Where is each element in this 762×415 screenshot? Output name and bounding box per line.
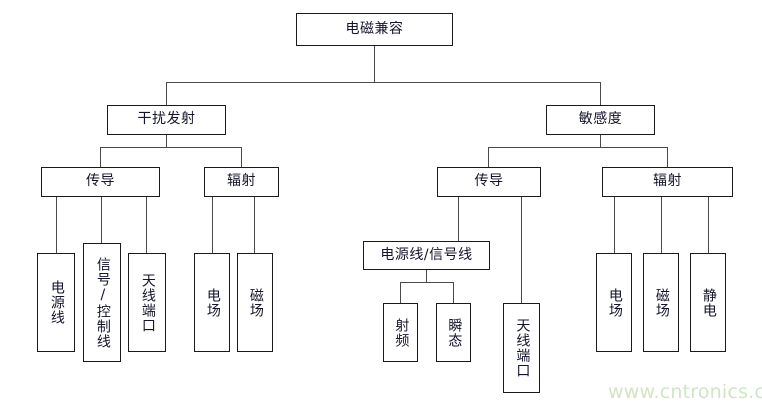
node-emission: 干扰发射 bbox=[107, 105, 226, 135]
node-su-rad-esd-label: 静电 bbox=[700, 287, 717, 318]
node-su-rad-e-field-label: 电场 bbox=[606, 287, 623, 318]
node-root-label: 电磁兼容 bbox=[345, 20, 404, 37]
edge-level1-bus bbox=[166, 82, 601, 83]
node-su-cond-antenna-port: 天线端口 bbox=[503, 303, 540, 393]
edge-susceptibility-trunk bbox=[600, 135, 601, 147]
node-em-cond-power-line: 电源线 bbox=[37, 253, 75, 352]
node-susceptibility-radiated: 辐射 bbox=[602, 167, 733, 197]
edge-susceptibility-to-conducted bbox=[488, 147, 489, 167]
edge-emission-trunk bbox=[166, 135, 167, 147]
node-su-rad-h-field: 磁场 bbox=[643, 253, 679, 352]
node-su-cond-transient-label: 瞬态 bbox=[446, 317, 463, 348]
node-em-cond-signal-control-line-label: 信号/控制线 bbox=[94, 256, 111, 349]
edge-emcond-to-antenna-port bbox=[146, 197, 147, 253]
edge-powersignal-trunk bbox=[426, 270, 427, 282]
node-em-cond-antenna-port: 天线端口 bbox=[128, 253, 166, 352]
node-su-rad-e-field: 电场 bbox=[596, 253, 632, 352]
edge-susceptibility-to-radiated bbox=[667, 147, 668, 167]
node-susceptibility: 敏感度 bbox=[546, 105, 655, 135]
edge-emrad-to-e-field bbox=[212, 197, 213, 253]
node-susceptibility-label: 敏感度 bbox=[578, 111, 623, 128]
node-em-rad-e-field: 电场 bbox=[194, 253, 230, 352]
edge-sucond-to-power-signal-line bbox=[458, 197, 459, 241]
edge-to-susceptibility bbox=[600, 82, 601, 105]
node-root: 电磁兼容 bbox=[296, 13, 453, 46]
edge-emission-to-conducted bbox=[100, 147, 101, 167]
node-em-cond-antenna-port-label: 天线端口 bbox=[139, 272, 156, 333]
node-susceptibility-radiated-label: 辐射 bbox=[653, 173, 682, 190]
edge-susceptibility-bus bbox=[488, 147, 668, 148]
node-su-cond-antenna-port-label: 天线端口 bbox=[514, 318, 531, 378]
node-em-cond-power-line-label: 电源线 bbox=[48, 280, 65, 325]
edge-emrad-to-h-field bbox=[254, 197, 255, 253]
node-emission-radiated-label: 辐射 bbox=[227, 173, 256, 190]
node-em-cond-signal-control-line: 信号/控制线 bbox=[83, 243, 121, 362]
node-em-rad-h-field: 磁场 bbox=[237, 253, 273, 352]
edge-powersignal-bus bbox=[400, 282, 453, 283]
edge-sucond-to-antenna-port bbox=[521, 197, 522, 303]
node-emission-conducted: 传导 bbox=[41, 167, 160, 197]
node-su-cond-power-signal-line-label: 电源线/信号线 bbox=[380, 246, 473, 263]
node-su-cond-rf: 射频 bbox=[383, 303, 418, 362]
edge-to-emission bbox=[166, 82, 167, 105]
node-su-rad-esd: 静电 bbox=[690, 253, 726, 352]
edge-emcond-to-signal-control-line bbox=[101, 197, 102, 243]
edge-emission-to-radiated bbox=[241, 147, 242, 167]
node-emission-radiated: 辐射 bbox=[204, 167, 279, 197]
edge-emcond-to-power-line bbox=[56, 197, 57, 253]
node-susceptibility-conducted-label: 传导 bbox=[474, 173, 504, 190]
edge-root-trunk bbox=[374, 46, 375, 82]
edge-surad-to-esd bbox=[708, 197, 709, 253]
watermark: www.cntronics.com bbox=[608, 381, 762, 403]
node-su-cond-transient: 瞬态 bbox=[436, 303, 471, 362]
edge-surad-to-e-field bbox=[614, 197, 615, 253]
node-em-rad-h-field-label: 磁场 bbox=[247, 287, 264, 318]
edge-powersignal-to-transient bbox=[453, 282, 454, 303]
node-susceptibility-conducted: 传导 bbox=[437, 167, 541, 197]
edge-surad-to-h-field bbox=[661, 197, 662, 253]
node-su-cond-power-signal-line: 电源线/信号线 bbox=[363, 241, 490, 270]
node-emission-conducted-label: 传导 bbox=[86, 173, 115, 190]
node-su-cond-rf-label: 射频 bbox=[393, 317, 410, 348]
edge-emission-bus bbox=[100, 147, 242, 148]
node-emission-label: 干扰发射 bbox=[137, 111, 196, 128]
node-em-rad-e-field-label: 电场 bbox=[204, 287, 221, 318]
node-su-rad-h-field-label: 磁场 bbox=[653, 287, 670, 318]
edge-powersignal-to-rf bbox=[400, 282, 401, 303]
